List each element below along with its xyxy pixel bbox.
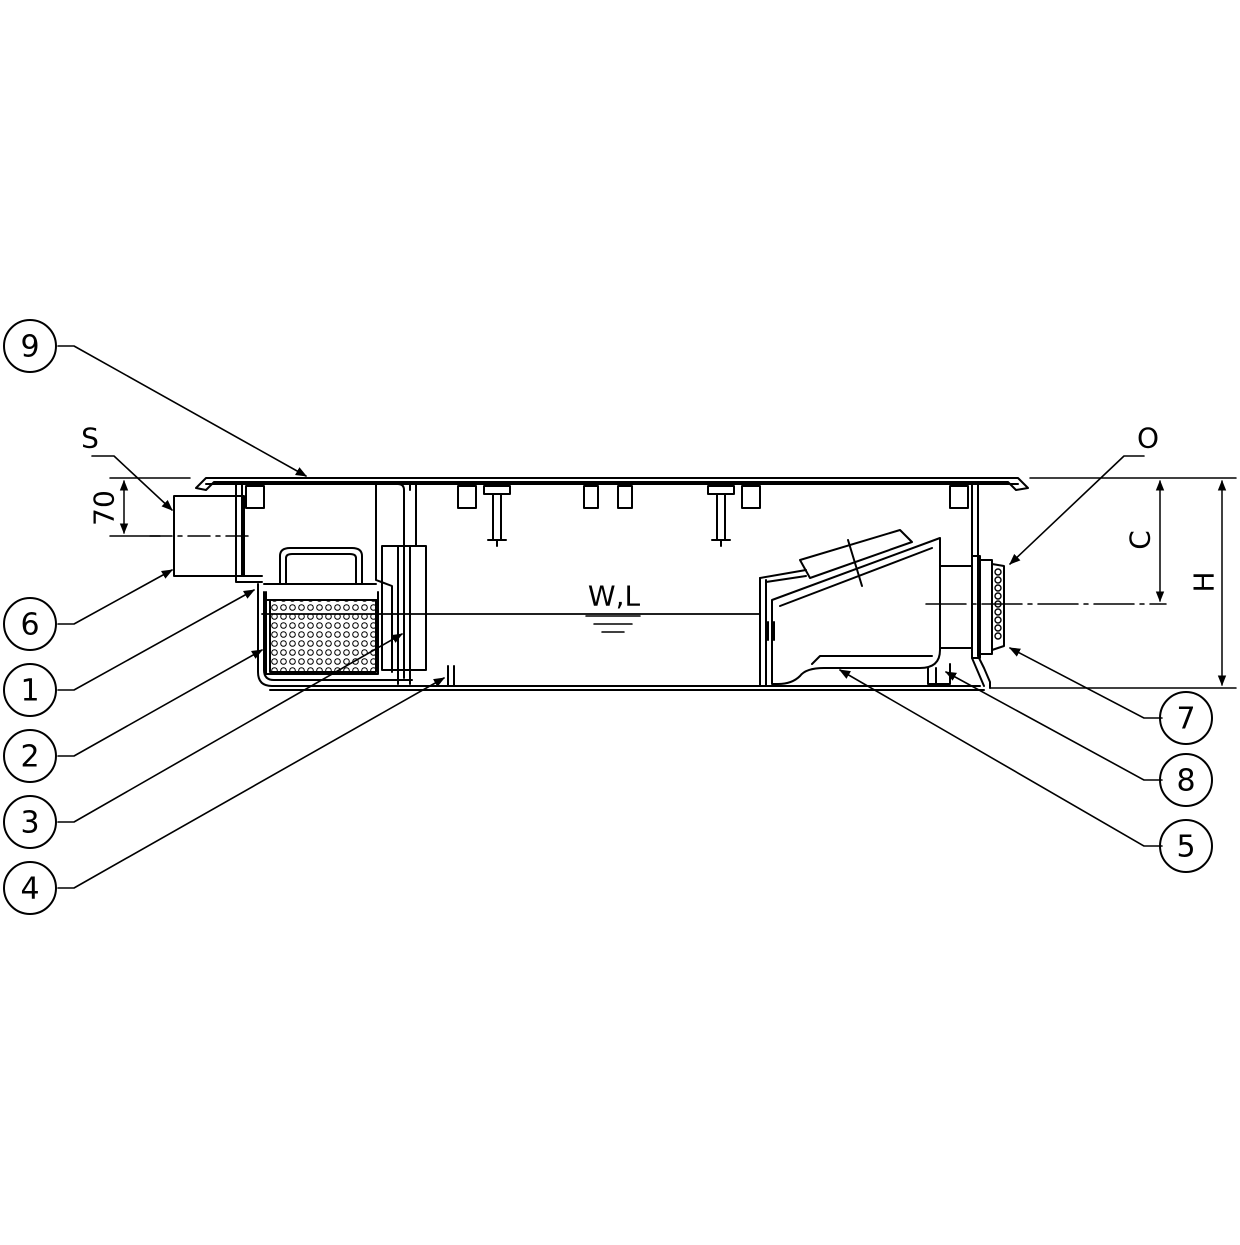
callout-label-2: 2 <box>20 740 39 775</box>
dimension-h <box>989 479 1237 689</box>
callout-label-9: 9 <box>20 330 39 365</box>
inlet-pipe <box>149 495 251 577</box>
callout-circle-2 <box>3 729 57 783</box>
leader-2 <box>57 649 263 757</box>
callout-label-8: 8 <box>1176 764 1195 799</box>
leader-5 <box>839 669 1163 847</box>
label-70: 70 <box>88 490 121 526</box>
label-c: C <box>1124 530 1157 550</box>
basket-handle <box>263 547 377 585</box>
callout-label-5: 5 <box>1176 830 1195 865</box>
lid-cover <box>195 477 1029 491</box>
dimension-70 <box>109 477 191 537</box>
bolt-left <box>483 485 511 547</box>
strainer-basket <box>265 591 379 675</box>
callout-circle-8 <box>1159 753 1213 807</box>
leader-4 <box>57 677 445 889</box>
callout-circle-7 <box>1159 691 1213 745</box>
outlet-chamber <box>759 529 941 687</box>
leader-s <box>91 455 173 511</box>
callout-label-7: 7 <box>1176 702 1195 737</box>
callout-circle-3 <box>3 795 57 849</box>
outlet-union <box>925 555 1167 685</box>
callout-label-3: 3 <box>20 806 39 841</box>
top-brackets <box>245 485 969 509</box>
leader-9 <box>57 345 307 477</box>
leader-7 <box>1009 647 1163 719</box>
bolt-right <box>707 485 735 547</box>
label-s: S <box>81 422 99 455</box>
callout-label-6: 6 <box>20 608 39 643</box>
water-level-line <box>261 613 761 633</box>
leader-o <box>1009 455 1145 565</box>
label-o: O <box>1137 422 1159 455</box>
leader-6 <box>57 569 173 625</box>
leader-8 <box>945 671 1163 781</box>
callout-label-4: 4 <box>20 872 39 907</box>
callout-circle-5 <box>1159 819 1213 873</box>
callout-circle-6 <box>3 597 57 651</box>
leader-3 <box>57 633 403 823</box>
callout-label-1: 1 <box>20 674 39 709</box>
callout-circle-1 <box>3 663 57 717</box>
callout-circles <box>3 319 1213 915</box>
label-wl: W,L <box>588 580 641 613</box>
dimension-c <box>1029 477 1237 603</box>
callout-circle-4 <box>3 861 57 915</box>
bottom-fin <box>447 665 455 687</box>
baffle-partition <box>371 483 427 685</box>
callout-circle-9 <box>3 319 57 373</box>
label-h: H <box>1188 571 1221 592</box>
leader-lines <box>57 345 1163 889</box>
leader-1 <box>57 589 255 691</box>
